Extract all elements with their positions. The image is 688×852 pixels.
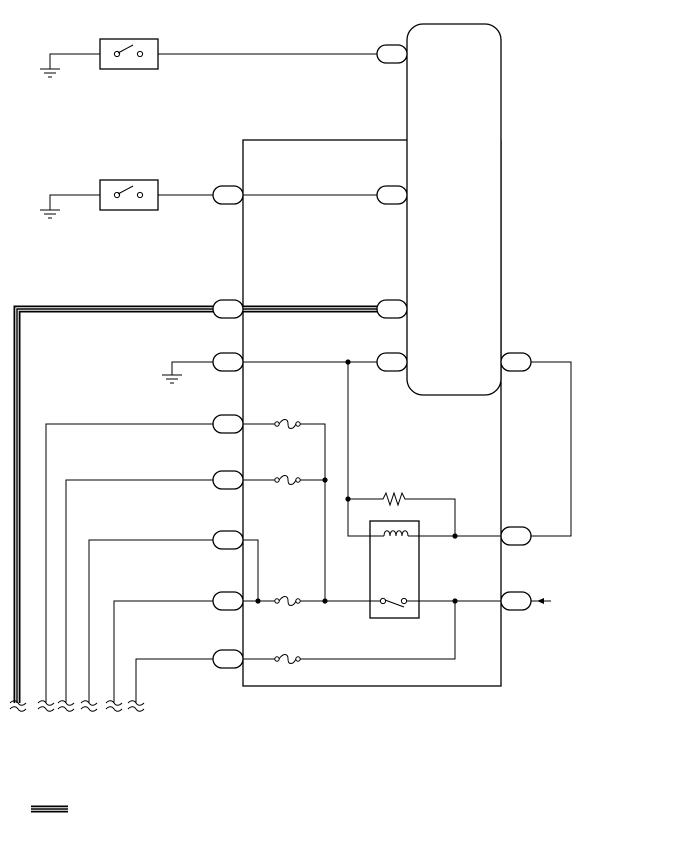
connector-left-2: [212, 299, 244, 319]
ground-2-icon: [40, 209, 60, 219]
fuse-2-icon: [243, 475, 325, 485]
fuse-3-icon: [243, 596, 380, 606]
fuse-4-icon: [243, 601, 456, 664]
switch-1: [49, 38, 378, 70]
connector-right-2: [500, 526, 532, 546]
relay-contact-icon: [379, 597, 408, 608]
junction-dot: [322, 598, 328, 604]
shielded-line: [13, 305, 378, 703]
connector-left-5: [212, 470, 244, 490]
relay-coil-icon: [380, 530, 419, 537]
fuse-1-icon: [243, 419, 326, 601]
arrow-left-icon: [531, 598, 551, 604]
connector-left-8: [212, 649, 244, 669]
connector-left-1: [212, 185, 244, 205]
connector-left-3: [212, 352, 244, 372]
relay: [369, 520, 420, 619]
connector-right-1: [500, 352, 532, 372]
connector-ecu-4: [376, 352, 408, 372]
ground-1-icon: [40, 68, 60, 78]
ground-3-icon: [162, 361, 213, 384]
connector-left-4: [212, 414, 244, 434]
junction-dot: [322, 477, 328, 483]
junction-dot: [255, 598, 261, 604]
connector-left-7: [212, 591, 244, 611]
connector-left-6: [212, 530, 244, 550]
connector-ecu-2: [376, 185, 408, 205]
wire-continuation-marks: [9, 700, 145, 712]
ecu-module: [406, 23, 502, 396]
resistor: [348, 491, 456, 536]
connector-ecu-1: [376, 44, 408, 64]
junction-block-outline: [242, 139, 502, 687]
switch-2: [49, 179, 378, 211]
connector-right-3: [500, 591, 532, 611]
connector-ecu-3: [376, 299, 408, 319]
junction-dot: [452, 533, 458, 539]
